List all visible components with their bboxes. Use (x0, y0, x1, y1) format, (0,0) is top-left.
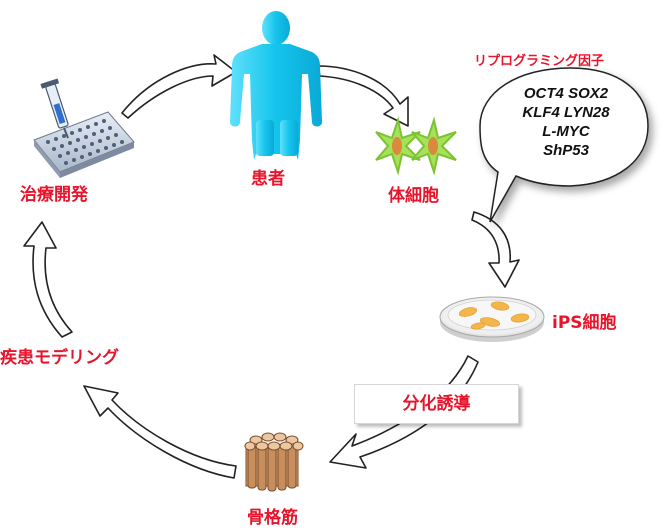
well-plate-icon (33, 111, 135, 178)
arrow-muscle-to-modeling (83, 385, 237, 479)
pipette-icon (40, 78, 69, 139)
factor-line: KLF4 LYN28 (522, 104, 610, 121)
somatic-cell-icon (375, 116, 457, 176)
patient-label: 患者 (251, 169, 285, 189)
arrow-somatic-to-ips (471, 211, 520, 288)
patient-figure-icon (230, 11, 322, 160)
disease-modeling-label: 疾患モデリング (0, 348, 119, 368)
ips-cell-label: iPS細胞 (552, 313, 617, 333)
arrow-patient-to-somatic (317, 65, 409, 127)
reprogramming-title: リプログラミング因子 (474, 54, 605, 69)
reprogramming-balloon (479, 67, 649, 223)
reprogramming-factors: OCT4 SOX2 KLF4 LYN28 L-MYC ShP53 (486, 84, 646, 160)
differentiation-label: 分化誘導 (354, 384, 519, 424)
somatic-cell-label: 体細胞 (388, 186, 439, 206)
arrow-modeling-to-drug (23, 221, 73, 338)
drug-development-label: 治療開発 (20, 185, 88, 205)
factor-line: ShP53 (543, 142, 589, 159)
factor-line: L-MYC (542, 123, 590, 140)
ips-dish-icon (439, 296, 545, 342)
factor-line: OCT4 SOX2 (523, 85, 609, 102)
skeletal-muscle-label: 骨格筋 (247, 508, 298, 528)
skeletal-muscle-icon (244, 432, 304, 492)
arrow-drug-to-patient (121, 54, 237, 119)
